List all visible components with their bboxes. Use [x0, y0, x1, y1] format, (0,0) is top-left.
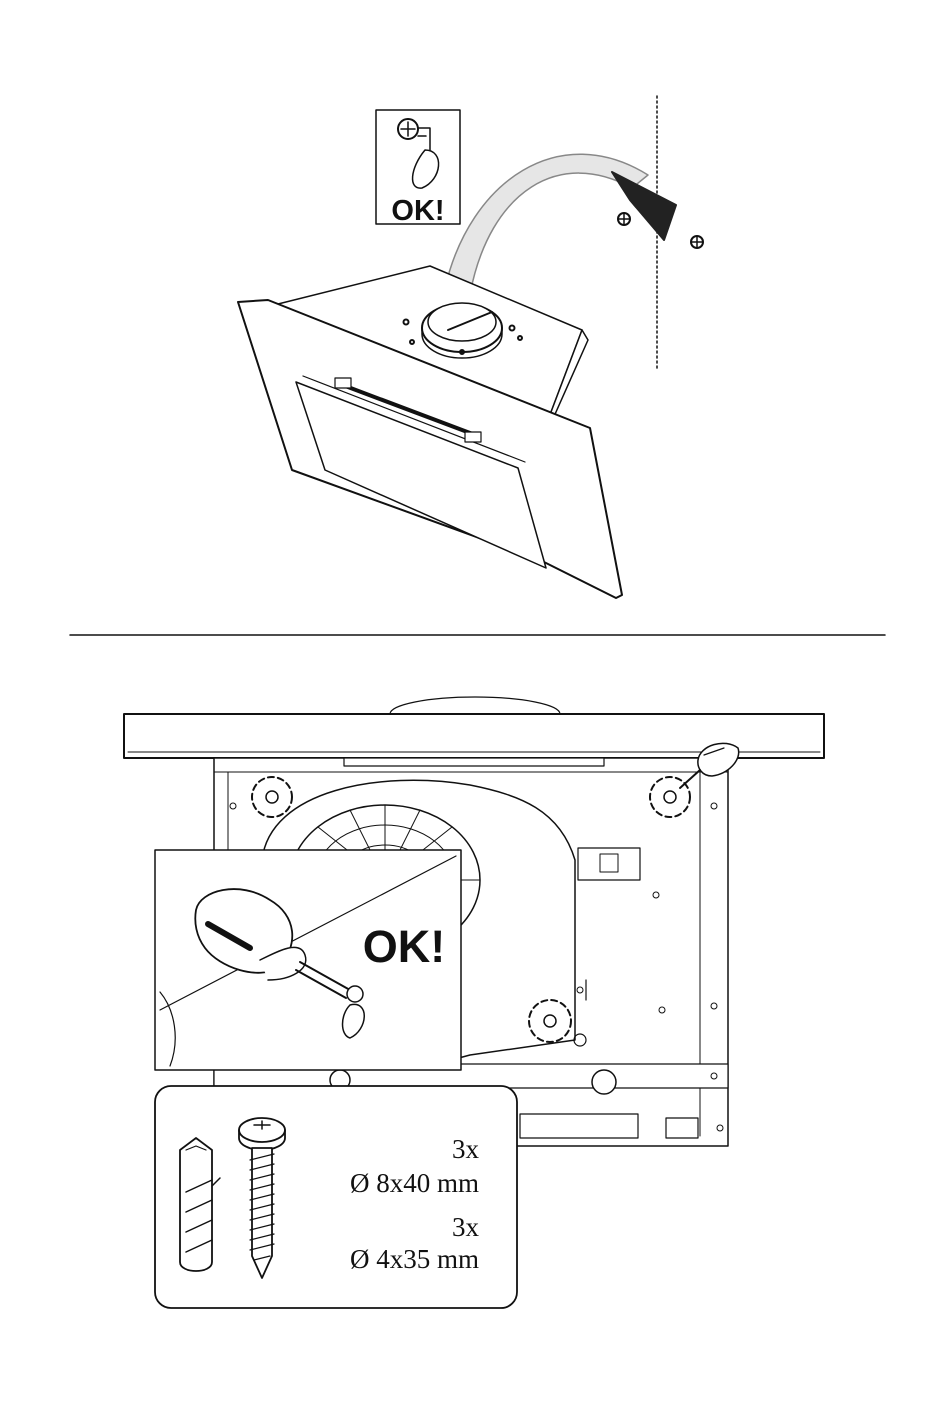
- plug-quantity: 3x: [452, 1134, 480, 1164]
- bottom-ok-inset: OK!: [155, 850, 461, 1070]
- plug-size: Ø 8x40 mm: [350, 1168, 479, 1198]
- bottom-figure: OK!: [124, 697, 824, 1308]
- top-figure: OK!: [238, 96, 703, 598]
- wall-screw-icon: [618, 213, 630, 225]
- hardware-box: 3x Ø 8x40 mm 3x Ø 4x35 mm: [155, 1086, 517, 1308]
- screw-quantity: 3x: [452, 1212, 480, 1242]
- top-ok-label: OK!: [391, 195, 444, 227]
- screw-size: Ø 4x35 mm: [350, 1244, 479, 1274]
- top-ok-inset: OK!: [376, 110, 460, 227]
- wall-screw-icon: [691, 236, 703, 248]
- lift-arrow-icon: [445, 154, 676, 294]
- bottom-ok-label: OK!: [363, 921, 446, 972]
